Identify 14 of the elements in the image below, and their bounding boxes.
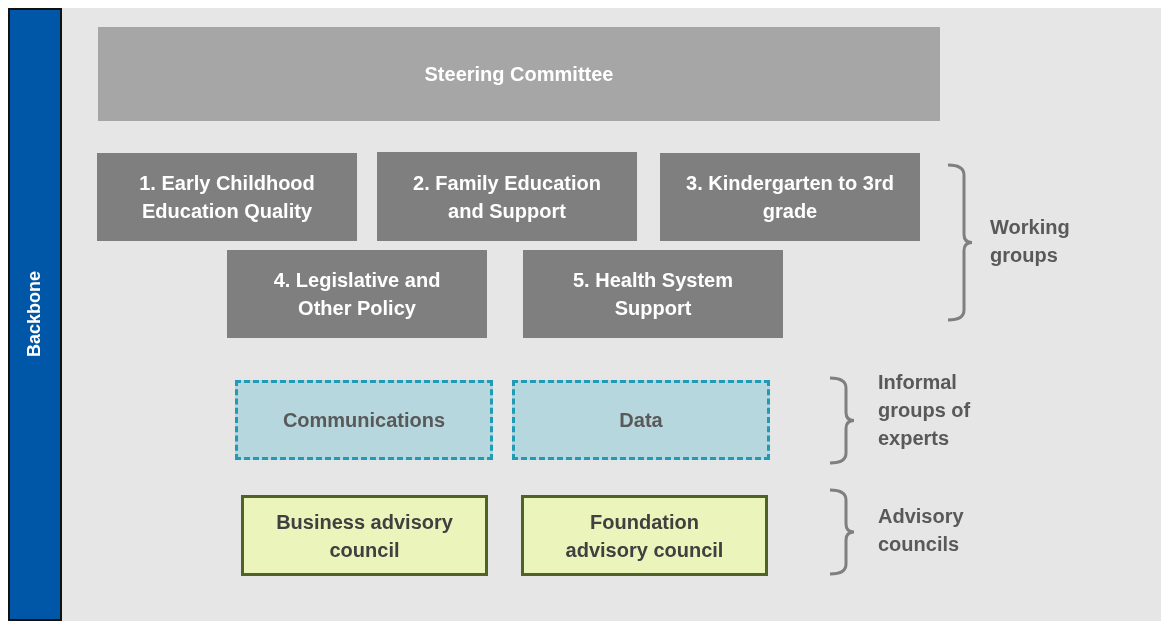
working-group-box: 1. Early Childhood Education Quality <box>97 153 357 241</box>
working-group-box: 5. Health System Support <box>523 250 783 338</box>
group-label: Working groups <box>990 215 1071 268</box>
working-group-box: 4. Legislative and Other Policy <box>227 250 487 338</box>
expert-group-box: Communications <box>235 380 493 460</box>
advisory-council-box: Business advisory council <box>241 495 488 576</box>
committee-box: Steering Committee <box>98 27 940 121</box>
advisory-council-box: Foundation advisory council <box>521 495 768 576</box>
group-label: Advisory councils <box>878 504 965 557</box>
working-group-box: 3. Kindergarten to 3rd grade <box>660 153 920 241</box>
backbone-bar: Backbone <box>8 8 62 621</box>
expert-group-box: Data <box>512 380 770 460</box>
group-label: Informal groups of experts <box>878 370 972 451</box>
working-group-box: 2. Family Education and Support <box>377 152 637 241</box>
